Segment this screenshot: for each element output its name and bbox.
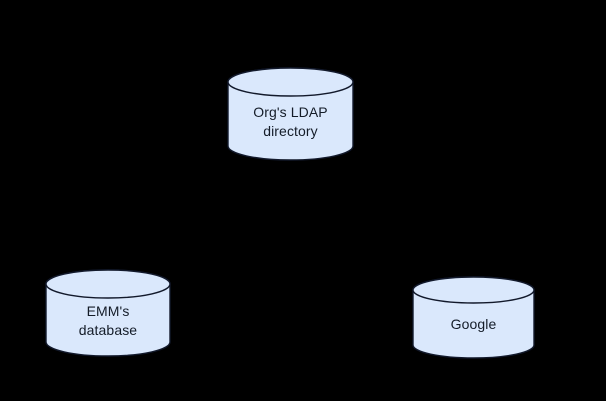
cylinder-node-emm[interactable]: EMM's database (44, 268, 172, 358)
cylinder-shape-emm (45, 269, 171, 357)
cylinder-node-ldap[interactable]: Org's LDAP directory (226, 66, 355, 162)
cylinder-shape-ldap (227, 67, 354, 161)
cylinder-shape-google (412, 276, 535, 359)
cylinder-node-google[interactable]: Google (411, 275, 536, 360)
